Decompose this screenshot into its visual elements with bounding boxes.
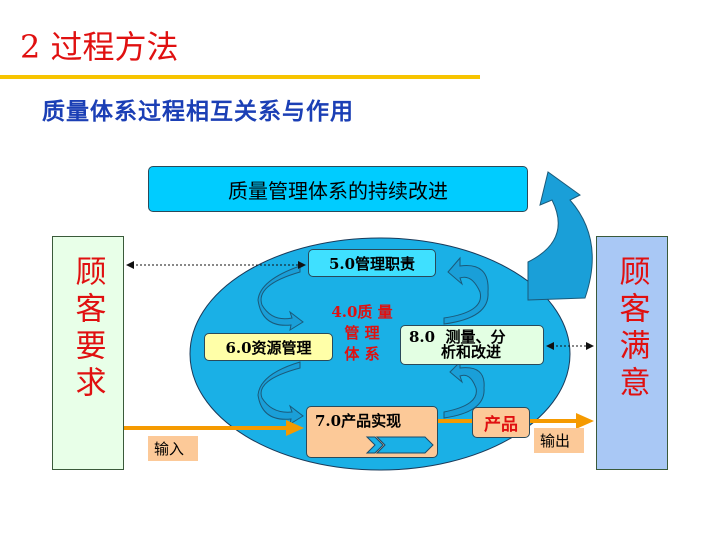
customer-satisfaction-box: 顾客满意 <box>596 236 668 470</box>
output-arrow <box>530 419 580 423</box>
improvement-curved-arrow <box>527 171 593 301</box>
continual-improvement-box: 质量管理体系的持续改进 <box>148 166 528 212</box>
chevron-arrow-icon <box>365 436 434 454</box>
core-line: 管 理 <box>344 324 380 342</box>
slide-subtitle: 质量体系过程相互关系与作用 <box>42 99 354 125</box>
management-responsibility-box: 5.0管理职责 <box>308 249 436 277</box>
cycle-arrow-5-6 <box>257 265 304 332</box>
product-realization-box: 7.0产品实现 <box>306 406 438 458</box>
product-box: 产品 <box>472 407 530 438</box>
core-line: 4.0质 量 <box>331 303 393 321</box>
qms-core-label: 4.0质 量 管 理 体 系 <box>322 302 402 365</box>
cycle-arrow-7-8 <box>443 360 485 419</box>
measurement-line: 8.0 测量、分 <box>409 328 506 346</box>
input-arrow <box>118 426 290 430</box>
customer-satisfaction-label: 顾客满意 <box>613 255 650 403</box>
title-underline <box>0 75 480 79</box>
input-label: 输入 <box>148 436 198 461</box>
slide-title: 2 过程方法 <box>20 28 179 66</box>
core-line: 体 系 <box>344 345 380 363</box>
output-label: 输出 <box>534 428 584 453</box>
resource-management-box: 6.0资源管理 <box>204 333 333 361</box>
customer-requirements-box: 顾客要求 <box>52 236 124 470</box>
cycle-arrow-8-5 <box>443 256 489 325</box>
product-realization-label: 7.0产品实现 <box>315 412 402 430</box>
product-link <box>438 419 472 423</box>
customer-requirements-label: 顾客要求 <box>69 255 106 403</box>
cycle-arrow-6-7 <box>257 361 304 426</box>
measurement-line: 析和改进 <box>441 343 502 361</box>
measurement-analysis-box: 8.0 测量、分 析和改进 <box>400 325 544 365</box>
